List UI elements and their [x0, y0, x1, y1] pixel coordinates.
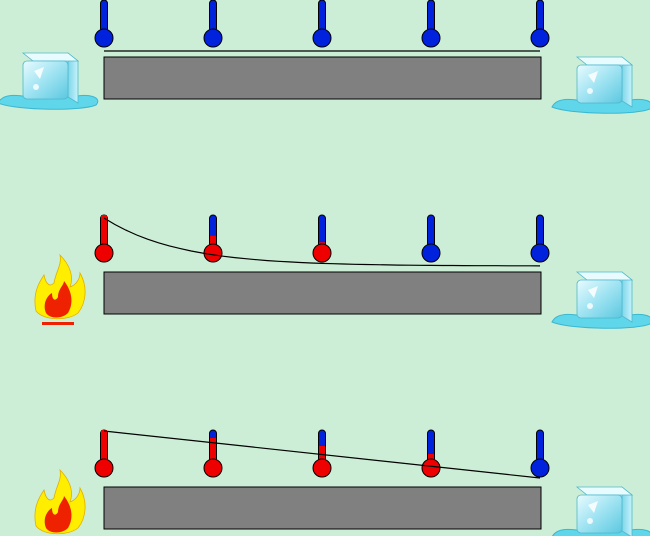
stage-steady-state [34, 429, 650, 536]
thermometer-tube [427, 214, 435, 248]
ice-cube-front [22, 60, 69, 100]
thermometer [203, 0, 223, 48]
ice-sparkle [587, 518, 593, 524]
thermometer-bulb [94, 28, 114, 48]
thermometer-bulb [312, 243, 332, 263]
stage-initial-equilibrium [0, 0, 650, 114]
thermometer-bulb [203, 28, 223, 48]
ice-cube-front [576, 494, 623, 534]
ice-highlight [588, 501, 598, 513]
thermometer-hot-fill [428, 454, 434, 462]
ice-cube-front [576, 279, 623, 319]
thermometer-bulb [421, 243, 441, 263]
thermometer-bulb [94, 243, 114, 263]
ice-icon [551, 56, 650, 114]
thermometer-bulb [312, 28, 332, 48]
ice-highlight [34, 67, 44, 79]
metal-rod [103, 271, 542, 315]
thermometer-tube [209, 0, 217, 33]
flame-inner [44, 281, 72, 318]
thermometer-tube [536, 0, 544, 33]
thermometer-tube [100, 0, 108, 33]
fire-icon [34, 468, 86, 535]
thermometer-bulb [421, 458, 441, 478]
thermometer-bulb [203, 458, 223, 478]
thermometer-bulb [421, 28, 441, 48]
ice-cube-front [576, 64, 623, 104]
ice-sparkle [587, 88, 593, 94]
thermometer-hot-fill [101, 215, 107, 247]
thermometer [94, 214, 114, 263]
thermometer-tube [427, 0, 435, 33]
thermometer [94, 429, 114, 478]
thermometer-tube [318, 0, 326, 33]
temperature-profile-line [103, 430, 541, 479]
thermometer-tube [536, 214, 544, 248]
stage-early-transient [34, 214, 650, 329]
thermometer-bulb [530, 243, 550, 263]
ice-cube-top [575, 271, 634, 281]
thermometer [312, 214, 332, 263]
fire-icon [34, 253, 86, 325]
thermometer [530, 0, 550, 48]
metal-rod [103, 486, 542, 530]
thermometer-tube [536, 429, 544, 463]
thermometer-bulb [312, 458, 332, 478]
ice-sparkle [33, 84, 39, 90]
thermometer [530, 429, 550, 478]
thermometer-bulb [530, 28, 550, 48]
ice-cube-top [575, 56, 634, 66]
flame-inner [44, 496, 72, 533]
ice-icon [0, 52, 99, 110]
thermometer [421, 214, 441, 263]
ice-icon [551, 271, 650, 329]
thermometer [421, 0, 441, 48]
thermometer-bulb [530, 458, 550, 478]
ice-cube-top [575, 486, 634, 496]
ice-sparkle [587, 303, 593, 309]
thermometer-bulb [94, 458, 114, 478]
thermometer [421, 429, 441, 478]
ice-icon [552, 486, 650, 536]
ice-highlight [588, 71, 598, 83]
thermometer [94, 0, 114, 48]
thermometer [203, 214, 223, 263]
thermometer [312, 0, 332, 48]
thermometer [530, 214, 550, 263]
thermometer [203, 429, 223, 478]
metal-rod [103, 56, 542, 100]
ice-highlight [588, 286, 598, 298]
thermometer-hot-fill [210, 438, 216, 462]
thermometer-hot-fill [101, 430, 107, 462]
temperature-profile-line [103, 217, 541, 267]
fire-base [42, 322, 74, 325]
ice-cube-top [21, 52, 80, 62]
thermometer-hot-fill [210, 235, 216, 247]
thermometer-bulb [203, 243, 223, 263]
